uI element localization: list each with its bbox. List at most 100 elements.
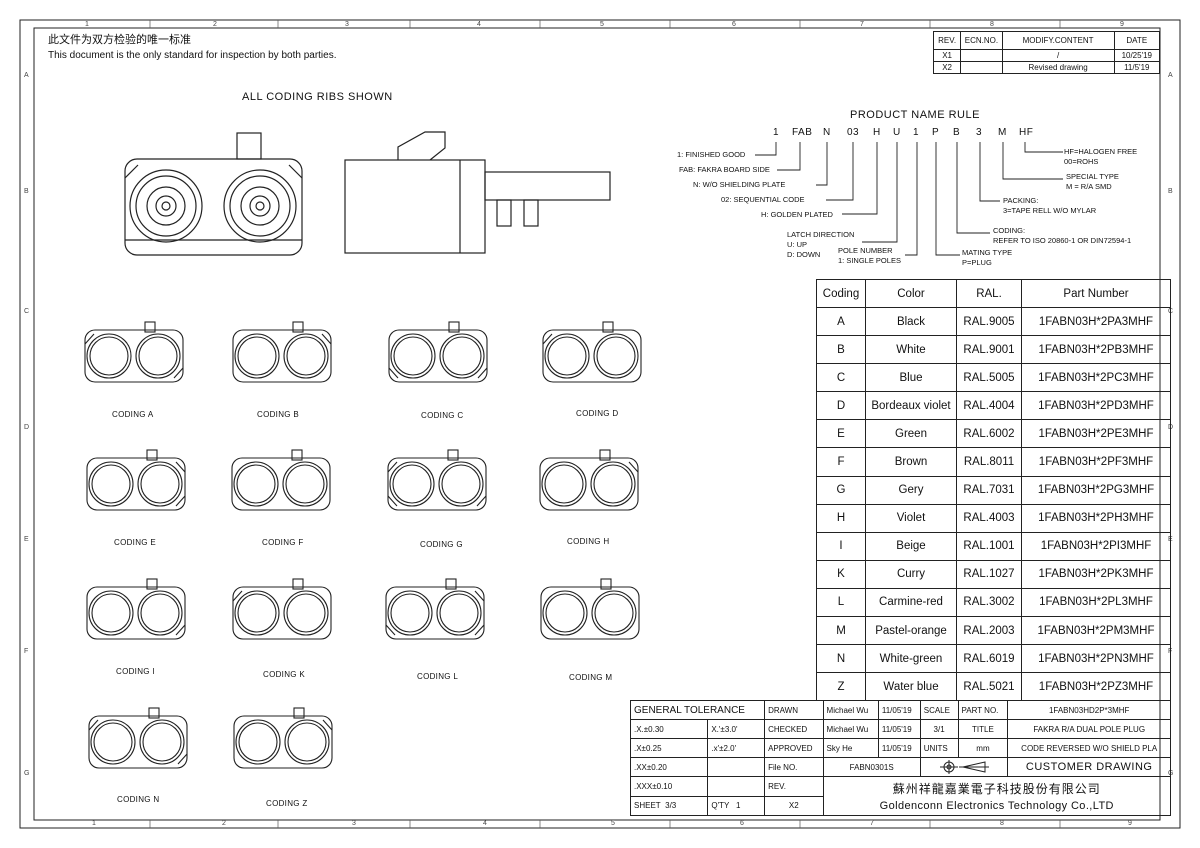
rev-col-ecn: ECN.NO.	[960, 31, 1003, 50]
cell-part-number: 1FABN03H*2PZ3MHF	[1021, 672, 1171, 702]
zone-number: 1	[92, 820, 96, 827]
name-code: 3	[976, 127, 983, 138]
coding-caption: CODING B	[257, 410, 299, 419]
checked-date: 11/05'19	[877, 719, 921, 739]
rev-row-content: /	[1001, 49, 1115, 62]
part-no: 1FABN03HD2P*3MHF	[1007, 700, 1171, 720]
zone-letter: C	[24, 308, 30, 315]
zone-number: 8	[990, 21, 994, 28]
cell-part-number: 1FABN03H*2PM3MHF	[1021, 616, 1171, 646]
cell-coding: B	[816, 335, 866, 365]
cell-coding: D	[816, 391, 866, 421]
cell-color: Brown	[865, 447, 957, 477]
rev-row-date: 10/25'19	[1113, 49, 1161, 62]
coding-header: Coding	[816, 279, 866, 308]
coding-outline	[232, 321, 332, 383]
name-code: 1	[913, 127, 920, 138]
title-line-1: FAKRA R/A DUAL POLE PLUG	[1007, 719, 1171, 739]
cell-ral: RAL.6002	[956, 419, 1022, 449]
cell-coding: G	[816, 475, 866, 505]
cell-color: Curry	[865, 559, 957, 589]
cell-part-number: 1FABN03H*2PG3MHF	[1021, 475, 1171, 505]
cell-color: Water blue	[865, 672, 957, 702]
coding-outline	[86, 449, 186, 511]
cell-coding: I	[816, 531, 866, 561]
cell-ral: RAL.1001	[956, 531, 1022, 561]
tol-4: .x'±2.0'	[707, 738, 766, 758]
sheet-value: 3/3	[665, 801, 677, 811]
coding-outline	[385, 578, 485, 640]
zone-number: 5	[611, 820, 615, 827]
name-code: U	[893, 127, 901, 138]
color-header: Color	[865, 279, 957, 308]
cell-coding: M	[816, 616, 866, 646]
drawn-label: DRAWN	[764, 700, 824, 720]
cell-part-number: 1FABN03H*2PB3MHF	[1021, 335, 1171, 365]
coding-caption: CODING G	[420, 540, 463, 549]
cell-coding: L	[816, 587, 866, 618]
drawn-date: 11/05'19	[877, 700, 921, 720]
front-view	[124, 132, 303, 256]
coding-caption: CODING K	[263, 670, 305, 679]
zone-letter: E	[24, 536, 29, 543]
cell-ral: RAL.3002	[956, 587, 1022, 618]
file-no-label: File NO.	[764, 757, 824, 777]
cell-color: Beige	[865, 531, 957, 561]
outer-frame	[19, 19, 1181, 829]
cell-coding: C	[816, 363, 866, 393]
tol-1: .X.±0.30	[629, 719, 709, 739]
cell-color: Green	[865, 419, 957, 449]
zone-letter: F	[24, 648, 29, 655]
zone-number: 1	[85, 21, 89, 28]
cell-ral: RAL.8011	[956, 447, 1022, 477]
cell-coding: H	[816, 503, 866, 533]
coding-outline	[88, 707, 188, 769]
coding-caption: CODING L	[417, 672, 459, 681]
rev-label: REV.	[764, 776, 824, 797]
cell-coding: K	[816, 559, 866, 589]
name-code: FAB	[792, 127, 813, 138]
name-note-right: HF=HALOGEN FREE	[1064, 147, 1138, 156]
name-code: 03	[847, 127, 860, 138]
name-note-left: 1: SINGLE POLES	[838, 256, 901, 265]
coding-caption: CODING M	[569, 673, 613, 682]
cell-color: Violet	[865, 503, 957, 533]
title-line-2: CODE REVERSED W/O SHIELD PLA	[1007, 738, 1171, 758]
approved-label: APPROVED	[764, 738, 824, 758]
name-note-left: POLE NUMBER	[838, 246, 893, 255]
cell-color: Black	[865, 306, 957, 337]
cell-coding: A	[816, 306, 866, 337]
cell-ral: RAL.4003	[956, 503, 1022, 533]
projection-symbol	[919, 757, 1009, 777]
name-code: HF	[1019, 127, 1034, 138]
zone-number: 9	[1128, 820, 1132, 827]
cell-color: Carmine-red	[865, 587, 957, 618]
name-note-right: SPECIAL TYPE	[1066, 172, 1119, 181]
sheet-cell: SHEET 3/3	[629, 795, 709, 816]
part-number-header: Part Number	[1021, 279, 1171, 308]
coding-caption: CODING N	[117, 795, 160, 804]
zone-letter: B	[24, 188, 29, 195]
coding-outline	[233, 707, 333, 769]
cell-ral: RAL.5021	[956, 672, 1022, 702]
coding-caption: CODING C	[421, 411, 464, 420]
cell-part-number: 1FABN03H*2PE3MHF	[1021, 419, 1171, 449]
zone-number: 5	[600, 21, 604, 28]
scale-value: 3/1	[919, 719, 959, 739]
cell-color: Blue	[865, 363, 957, 393]
coding-outline	[84, 321, 184, 383]
zone-number: 4	[483, 820, 487, 827]
scale-label: SCALE	[919, 700, 959, 720]
coding-outline	[86, 578, 186, 640]
header-en: This document is the only standard for i…	[48, 50, 337, 61]
cell-part-number: 1FABN03H*2PH3MHF	[1021, 503, 1171, 533]
name-note-left: 02: SEQUENTIAL CODE	[721, 195, 805, 204]
rev-col-content: MODIFY.CONTENT	[1001, 31, 1115, 50]
